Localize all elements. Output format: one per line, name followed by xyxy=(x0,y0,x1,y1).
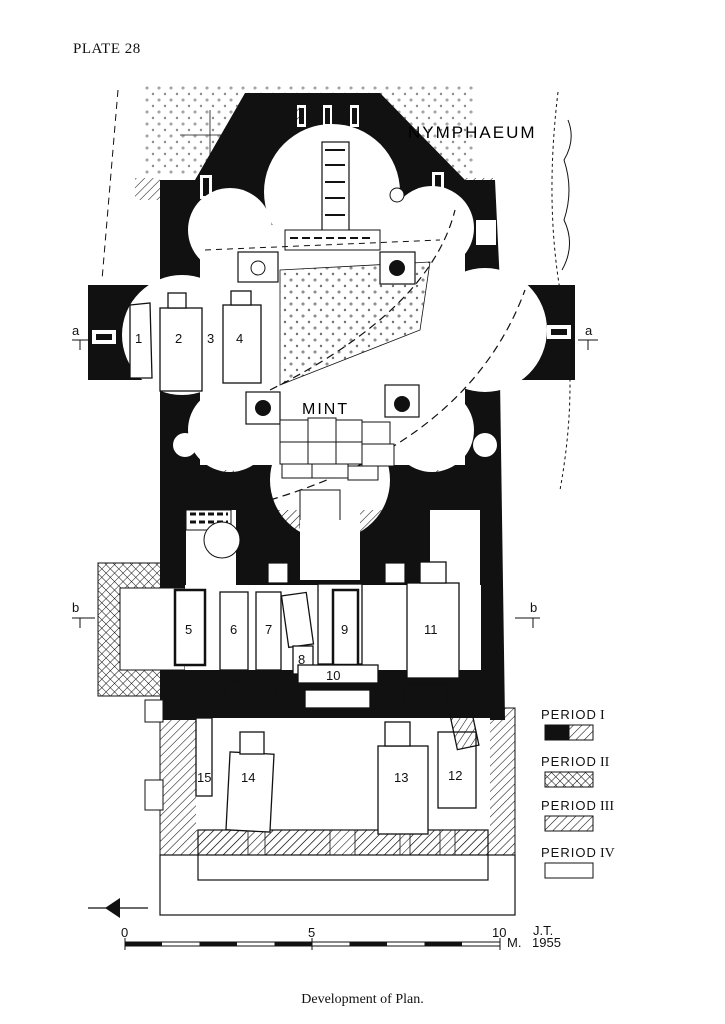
tomb-slab xyxy=(129,302,153,379)
tomb-slab xyxy=(159,307,203,392)
tomb-number: 13 xyxy=(394,770,408,785)
tomb-slab xyxy=(222,304,262,384)
scale-bar xyxy=(124,938,501,950)
section-mark-a-right: a xyxy=(585,323,593,338)
section-mark-b-left: b xyxy=(72,600,79,615)
legend-label: PERIOD xyxy=(541,754,597,769)
tomb-number: 6 xyxy=(230,622,237,637)
tomb-number: 12 xyxy=(448,768,462,783)
scale-unit: M. xyxy=(507,935,521,950)
tomb-number: 2 xyxy=(175,331,182,346)
lower-chamber xyxy=(144,699,516,916)
section-mark-a-left: a xyxy=(72,323,80,338)
scale-tick-label: 5 xyxy=(308,925,315,940)
scale-tick-label: 10 xyxy=(492,925,506,940)
drawing-year: 1955 xyxy=(532,935,561,950)
tomb-number: 1 xyxy=(135,331,142,346)
legend-numeral: IV xyxy=(600,846,615,861)
middle-tombs xyxy=(173,561,460,713)
tomb-number: 5 xyxy=(185,622,192,637)
plate-label: PLATE 28 xyxy=(73,41,141,57)
tomb-number: 11 xyxy=(424,622,438,637)
section-mark-b-right: b xyxy=(530,600,537,615)
legend: PERIOD I PERIOD II PERIOD III PERIOD IV xyxy=(541,707,615,879)
scale-tick-label: 0 xyxy=(121,925,128,940)
tomb-number: 14 xyxy=(241,770,255,785)
north-arrow-icon xyxy=(88,898,148,918)
tomb-number: 8 xyxy=(298,652,305,667)
tomb-number: 10 xyxy=(326,668,340,683)
legend-label: PERIOD xyxy=(541,798,597,813)
section-markers xyxy=(72,339,598,628)
tomb-number: 9 xyxy=(341,622,348,637)
nymphaeum-interior xyxy=(122,124,547,540)
tomb-number: 4 xyxy=(236,331,243,346)
nymphaeum-label: NYMPHAEUM xyxy=(408,123,537,142)
mint-label: MINT xyxy=(302,401,349,418)
upper-tombs xyxy=(129,290,262,392)
legend-numeral: II xyxy=(600,755,610,770)
tomb-number: 15 xyxy=(197,770,211,785)
legend-numeral: I xyxy=(600,708,605,723)
legend-label: PERIOD xyxy=(541,845,597,860)
tomb-numbers: 1 2 3 4 5 6 7 8 9 10 11 12 13 14 15 xyxy=(135,331,462,785)
tomb-number: 7 xyxy=(265,622,272,637)
tomb-number: 3 xyxy=(207,331,214,346)
legend-numeral: III xyxy=(600,799,614,814)
drafter-initials: J.T. xyxy=(533,923,553,938)
legend-label: PERIOD xyxy=(541,707,597,722)
figure-caption: Development of Plan. xyxy=(301,992,424,1007)
